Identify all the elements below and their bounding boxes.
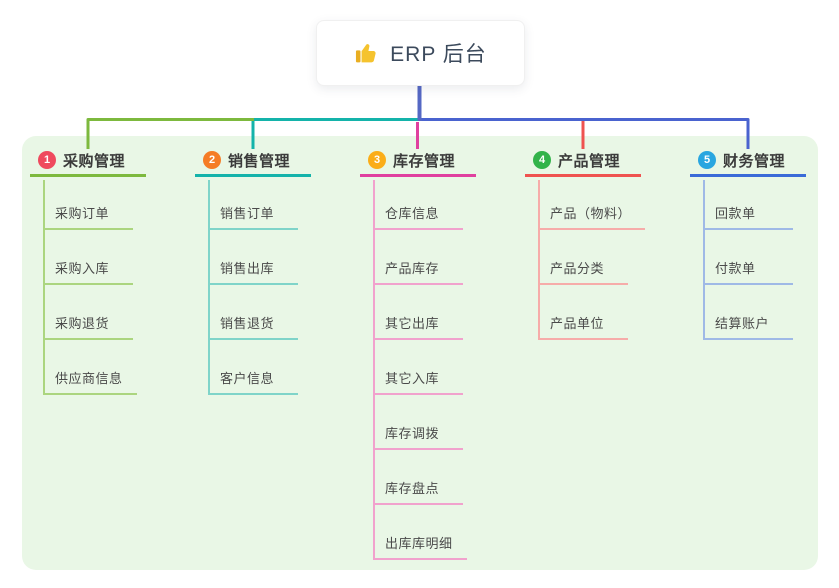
branch-number-badge: 4 xyxy=(533,151,551,169)
leaf-node[interactable]: 出库库明细 xyxy=(373,532,467,560)
branch-node-2[interactable]: 2 销售管理 xyxy=(195,146,311,177)
leaf-node-label: 仓库信息 xyxy=(385,206,440,221)
subtree-line xyxy=(43,180,45,395)
leaf-node-label: 产品库存 xyxy=(385,261,440,276)
leaf-node[interactable]: 结算账户 xyxy=(703,312,793,340)
subtree-line xyxy=(373,180,375,560)
branch-label: 销售管理 xyxy=(228,152,291,170)
leaf-node[interactable]: 其它出库 xyxy=(373,312,463,340)
branch-node-1[interactable]: 1 采购管理 xyxy=(30,146,146,177)
branch-label: 产品管理 xyxy=(558,152,621,170)
leaf-node-label: 回款单 xyxy=(715,206,756,221)
subtree-line xyxy=(703,180,705,340)
leaf-node-label: 销售出库 xyxy=(220,261,275,276)
leaf-node[interactable]: 采购退货 xyxy=(43,312,133,340)
thumbs-up-icon xyxy=(354,40,380,66)
branch-number-badge: 1 xyxy=(38,151,56,169)
leaf-node-label: 销售退货 xyxy=(220,316,275,331)
branch-node-4[interactable]: 4 产品管理 xyxy=(525,146,641,177)
branch-number-badge: 5 xyxy=(698,151,716,169)
leaf-node[interactable]: 销售退货 xyxy=(208,312,298,340)
branch-label: 财务管理 xyxy=(723,152,786,170)
leaf-node-label: 其它出库 xyxy=(385,316,440,331)
leaf-node[interactable]: 仓库信息 xyxy=(373,202,463,230)
subtree-line xyxy=(208,180,210,395)
leaf-node-label: 产品（物料） xyxy=(550,206,632,221)
branch-node-5[interactable]: 5 财务管理 xyxy=(690,146,806,177)
leaf-node[interactable]: 供应商信息 xyxy=(43,367,137,395)
leaf-node-label: 采购退货 xyxy=(55,316,110,331)
leaf-node-label: 结算账户 xyxy=(715,316,770,331)
branches-panel xyxy=(22,136,818,570)
leaf-node[interactable]: 回款单 xyxy=(703,202,793,230)
leaf-node[interactable]: 销售出库 xyxy=(208,257,298,285)
leaf-node-label: 付款单 xyxy=(715,261,756,276)
leaf-node-label: 销售订单 xyxy=(220,206,275,221)
branch-label: 采购管理 xyxy=(63,152,126,170)
leaf-node-label: 库存盘点 xyxy=(385,481,440,496)
branch-number-badge: 2 xyxy=(203,151,221,169)
leaf-node[interactable]: 产品分类 xyxy=(538,257,628,285)
leaf-node[interactable]: 采购订单 xyxy=(43,202,133,230)
leaf-node-label: 供应商信息 xyxy=(55,371,123,386)
leaf-node-label: 出库库明细 xyxy=(385,536,453,551)
leaf-node[interactable]: 产品单位 xyxy=(538,312,628,340)
leaf-node-label: 其它入库 xyxy=(385,371,440,386)
leaf-node[interactable]: 采购入库 xyxy=(43,257,133,285)
leaf-node-label: 产品单位 xyxy=(550,316,605,331)
subtree-line xyxy=(538,180,540,340)
leaf-node-label: 采购入库 xyxy=(55,261,110,276)
leaf-node[interactable]: 库存盘点 xyxy=(373,477,463,505)
branch-label: 库存管理 xyxy=(393,152,456,170)
leaf-node[interactable]: 其它入库 xyxy=(373,367,463,395)
leaf-node-label: 库存调拨 xyxy=(385,426,440,441)
leaf-node-label: 产品分类 xyxy=(550,261,605,276)
root-node-title: ERP 后台 xyxy=(390,43,487,66)
leaf-node-label: 采购订单 xyxy=(55,206,110,221)
leaf-node[interactable]: 产品（物料） xyxy=(538,202,646,230)
leaf-node-label: 客户信息 xyxy=(220,371,275,386)
leaf-node[interactable]: 产品库存 xyxy=(373,257,463,285)
leaf-node[interactable]: 客户信息 xyxy=(208,367,298,395)
branch-number-badge: 3 xyxy=(368,151,386,169)
branch-node-3[interactable]: 3 库存管理 xyxy=(360,146,476,177)
leaf-node[interactable]: 销售订单 xyxy=(208,202,298,230)
leaf-node[interactable]: 库存调拨 xyxy=(373,422,463,450)
leaf-node[interactable]: 付款单 xyxy=(703,257,793,285)
root-node-erp[interactable]: ERP 后台 xyxy=(316,20,525,86)
